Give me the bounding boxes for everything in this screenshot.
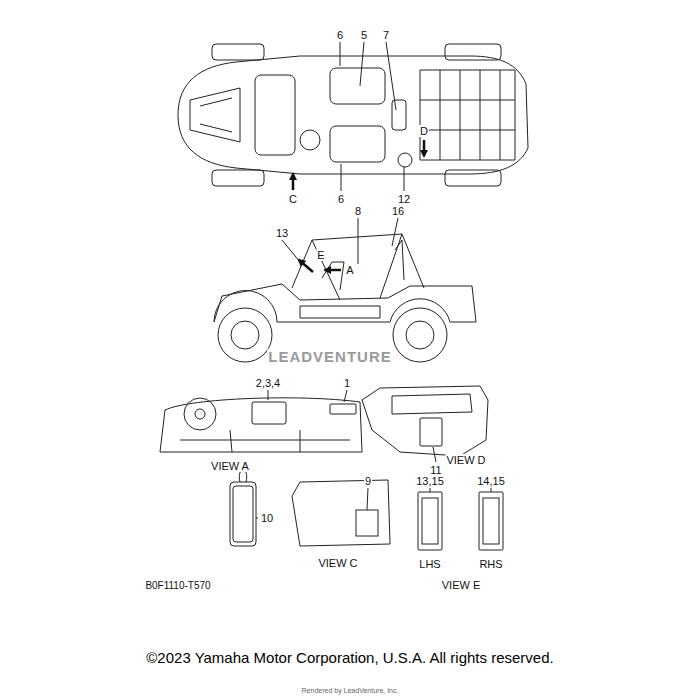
callout-number: 1 — [343, 377, 351, 389]
callout-number: 16 — [391, 205, 405, 217]
view-c-panel — [292, 480, 390, 546]
callout-number: 10 — [260, 512, 274, 524]
view-arrow-letter: E — [316, 249, 325, 261]
callout-number: 5 — [360, 29, 368, 41]
callout-number: 13,15 — [415, 475, 445, 487]
view-a-dashboard — [160, 390, 362, 452]
view-d-panel — [362, 386, 488, 462]
callout-number: 6 — [337, 193, 345, 205]
callout-number: 13 — [275, 227, 289, 239]
view-e-strips — [418, 488, 503, 550]
callout-number: 6 — [336, 29, 344, 41]
view-label: VIEW D — [445, 454, 486, 466]
watermark: LEADVENTURE — [267, 349, 393, 366]
top-view — [178, 42, 528, 191]
callout-number: 12 — [397, 193, 411, 205]
callout-number: 2,3,4 — [255, 377, 281, 389]
view-label: VIEW A — [210, 460, 250, 472]
callout-number: 8 — [354, 205, 362, 217]
side-label: LHS — [418, 558, 441, 570]
callout-number: 14,15 — [476, 475, 506, 487]
view-label: VIEW C — [317, 557, 358, 569]
callout-number: 9 — [364, 475, 372, 487]
callout-number: 7 — [382, 29, 390, 41]
view-arrow-letter: A — [345, 264, 354, 276]
view-arrow-letter: C — [288, 193, 298, 205]
hang-tag — [230, 470, 258, 546]
render-credit: Rendered by LeadVenture, Inc. — [301, 687, 400, 695]
side-view — [214, 218, 476, 362]
copyright-caption: ©2023 Yamaha Motor Corporation, U.S.A. A… — [145, 650, 554, 667]
view-label: VIEW E — [441, 579, 482, 591]
view-arrow-letter: D — [419, 125, 429, 137]
side-label: RHS — [478, 558, 503, 570]
drawing-code: B0F1110-T570 — [144, 580, 211, 591]
